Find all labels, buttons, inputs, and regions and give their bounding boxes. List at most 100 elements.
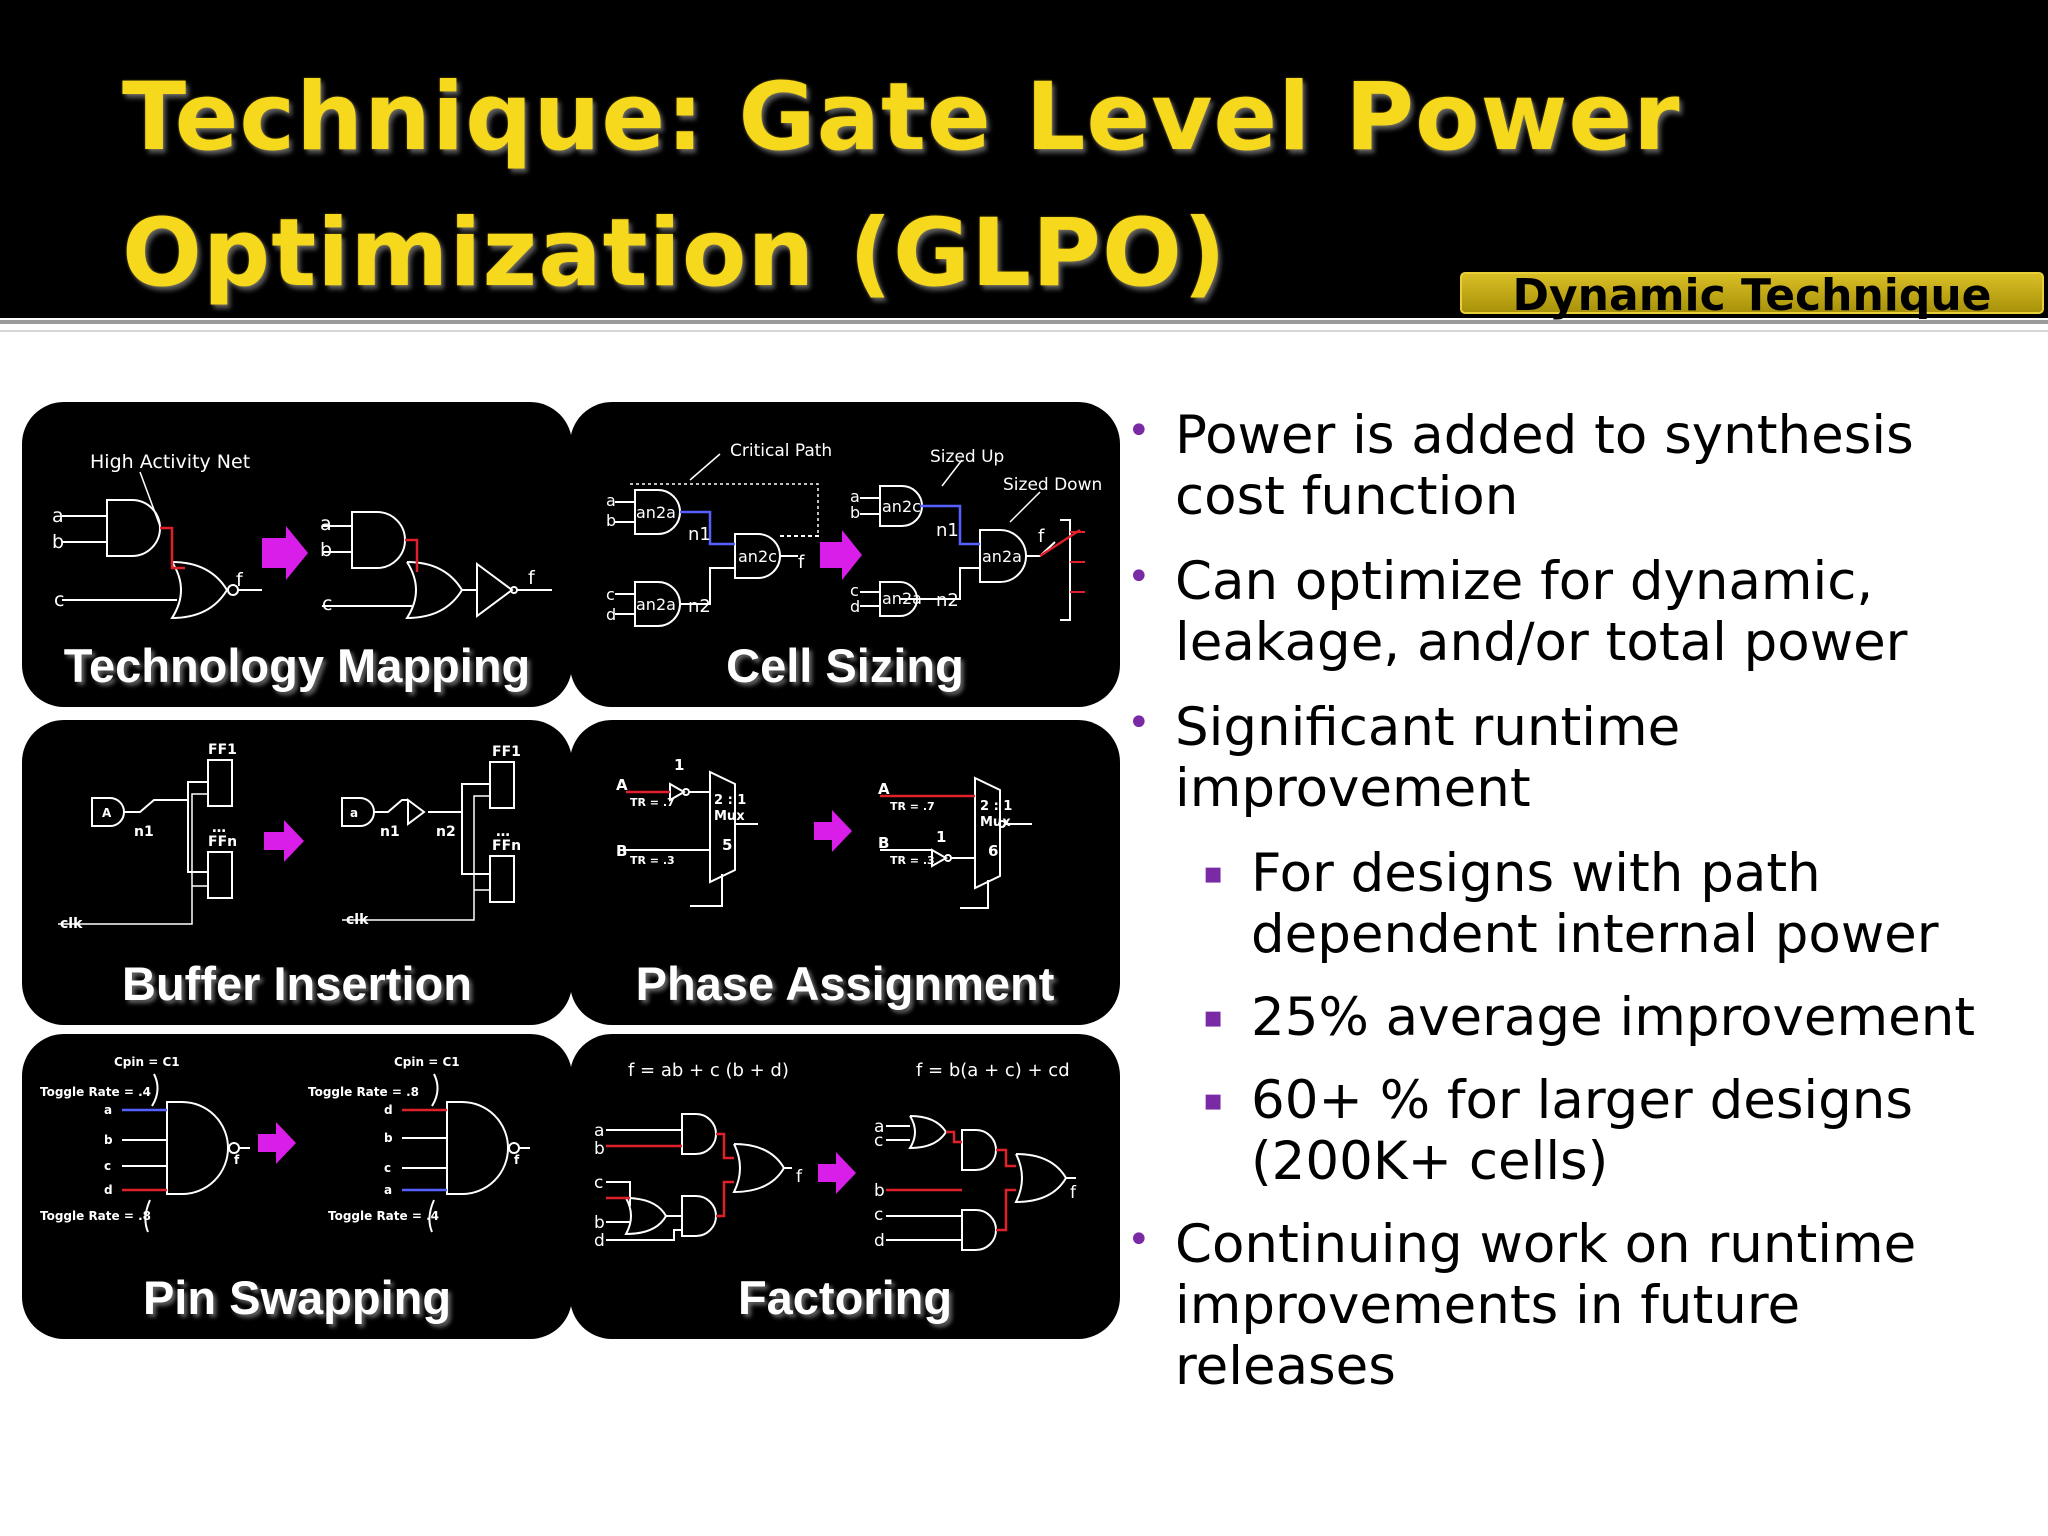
svg-text:b: b	[594, 1213, 605, 1233]
panel-label: Buffer Insertion	[122, 957, 472, 1010]
svg-text:a: a	[606, 491, 616, 510]
square-bullet-icon: ▪	[1203, 1000, 1224, 1035]
svg-text:f: f	[236, 569, 244, 591]
svg-text:Cpin = C1: Cpin = C1	[394, 1055, 460, 1069]
svg-text:B: B	[878, 834, 889, 852]
svg-text:TR = .3: TR = .3	[890, 854, 935, 867]
svg-text:d: d	[104, 1183, 113, 1197]
sub-bullet-item: ▪60+ % for larger designs (200K+ cells)	[1203, 1070, 1914, 1192]
svg-text:f: f	[528, 567, 536, 589]
svg-text:5: 5	[722, 836, 732, 854]
svg-text:clk: clk	[346, 912, 369, 928]
bullet-list: •Power is added to synthesis cost functi…	[1125, 405, 2035, 1421]
panel-label: Pin Swapping	[142, 1271, 452, 1324]
right-arrow-icon	[818, 1152, 856, 1194]
factoring-diagram: f = ab + c (b + d) f = b(a + c) + cd a b…	[594, 1060, 1077, 1251]
svg-text:B: B	[616, 842, 627, 860]
bullet-item: •Can optimize for dynamic, leakage, and/…	[1125, 551, 2035, 673]
svg-text:TR = .7: TR = .7	[890, 800, 935, 813]
panel-phase-assignment: A TR = .7 B TR = .3 1 2 : 1 Mux 5 A TR =…	[570, 720, 1120, 1025]
svg-text:Sized Up: Sized Up	[930, 447, 1004, 467]
svg-text:b: b	[606, 511, 616, 530]
or-gate	[170, 561, 229, 620]
circle-bullet-icon: •	[1127, 408, 1151, 454]
panel-label: Cell Sizing	[726, 639, 964, 692]
svg-text:c: c	[594, 1173, 603, 1193]
circle-bullet-icon: •	[1127, 700, 1151, 746]
svg-text:b: b	[104, 1133, 113, 1147]
svg-text:A: A	[878, 780, 890, 798]
right-arrow-icon	[262, 526, 308, 580]
svg-text:a: a	[52, 505, 64, 527]
svg-text:f = b(a + c) + cd: f = b(a + c) + cd	[916, 1060, 1070, 1081]
svg-text:2 : 1: 2 : 1	[980, 799, 1012, 814]
technology-mapping-diagram: High Activity Net a b c f a b c f	[52, 451, 552, 620]
svg-text:n2: n2	[688, 596, 711, 617]
svg-text:c: c	[104, 1159, 111, 1173]
high-activity-net	[160, 526, 185, 570]
panel-cell-sizing: Critical Path Sized Up Sized Down an2a a…	[570, 402, 1120, 707]
bullet-item: •Power is added to synthesis cost functi…	[1125, 405, 2035, 527]
phase-assignment-diagram: A TR = .7 B TR = .3 1 2 : 1 Mux 5 A TR =…	[616, 756, 1032, 909]
right-arrow-icon	[264, 820, 304, 862]
svg-text:…: …	[212, 820, 226, 836]
panel-label: Factoring	[737, 1271, 953, 1324]
svg-text:a: a	[350, 806, 358, 820]
svg-text:c: c	[606, 585, 615, 604]
svg-text:Mux: Mux	[980, 815, 1011, 830]
buffer-insertion-diagram: FF1 FFn … FF1 FFn … n1 n1 n2 clk clk A a	[58, 742, 521, 932]
svg-text:f: f	[234, 1153, 240, 1167]
bullet-item: •Significant runtime improvement	[1125, 697, 2035, 819]
svg-text:1: 1	[674, 756, 684, 774]
svg-text:FFn: FFn	[208, 834, 237, 850]
header-divider	[0, 320, 2048, 324]
slide-title-line1: Technique: Gate Level Power	[122, 63, 1681, 172]
svg-text:b: b	[874, 1181, 885, 1201]
panel-buffer-insertion: FF1 FFn … FF1 FFn … n1 n1 n2 clk clk A a…	[22, 720, 572, 1025]
square-bullet-icon: ▪	[1203, 1083, 1224, 1118]
svg-text:c: c	[874, 1205, 883, 1225]
svg-text:Sized Down: Sized Down	[1003, 475, 1102, 495]
svg-text:an2c: an2c	[738, 547, 777, 566]
svg-text:c: c	[384, 1161, 391, 1175]
pin-swapping-diagram: Cpin = C1 Cpin = C1 Toggle Rate = .4 Tog…	[40, 1055, 530, 1233]
svg-text:FF1: FF1	[492, 744, 521, 760]
slide-title-line2: Optimization (GLPO)	[122, 199, 1227, 308]
svg-text:FF1: FF1	[208, 742, 237, 758]
svg-text:n1: n1	[134, 824, 154, 840]
svg-text:d: d	[606, 605, 616, 624]
svg-text:b: b	[320, 539, 332, 561]
panel-label: Technology Mapping	[63, 639, 531, 692]
sub-bullet-item: ▪For designs with path dependent interna…	[1203, 843, 1939, 965]
circle-bullet-icon: •	[1127, 554, 1151, 600]
panel-technology-mapping: High Activity Net a b c f a b c f Techno…	[22, 402, 572, 707]
svg-text:n2: n2	[436, 824, 456, 840]
square-bullet-icon: ▪	[1203, 856, 1224, 891]
sub-bullet-item: ▪25% average improvement	[1203, 987, 1976, 1048]
svg-text:a: a	[850, 487, 860, 506]
circle-bullet-icon: •	[1127, 1217, 1151, 1263]
right-arrow-icon	[258, 1122, 296, 1164]
svg-text:n1: n1	[380, 824, 400, 840]
svg-text:TR = .3: TR = .3	[630, 854, 675, 867]
svg-text:an2a: an2a	[982, 547, 1022, 566]
svg-text:f = ab + c (b + d): f = ab + c (b + d)	[628, 1060, 789, 1081]
svg-text:1: 1	[936, 828, 946, 846]
bullet-item: •Continuing work on runtime improvements…	[1125, 1214, 2035, 1397]
panel-label: Phase Assignment	[635, 957, 1055, 1010]
svg-text:…: …	[496, 824, 510, 840]
svg-text:Toggle Rate = .4: Toggle Rate = .4	[40, 1085, 151, 1099]
svg-text:an2a: an2a	[636, 595, 676, 614]
panel-factoring: f = ab + c (b + d) f = b(a + c) + cd a b…	[570, 1034, 1120, 1339]
svg-text:f: f	[796, 1167, 803, 1187]
cell-sizing-diagram: Critical Path Sized Up Sized Down an2a a…	[606, 441, 1102, 627]
svg-text:Cpin = C1: Cpin = C1	[114, 1055, 180, 1069]
svg-text:b: b	[850, 503, 860, 522]
svg-text:TR = .7: TR = .7	[630, 796, 675, 809]
svg-text:f: f	[514, 1153, 520, 1167]
svg-text:b: b	[594, 1139, 605, 1159]
svg-text:clk: clk	[60, 916, 83, 932]
svg-text:c: c	[850, 581, 859, 600]
svg-text:d: d	[594, 1231, 605, 1251]
svg-text:Toggle Rate = .8: Toggle Rate = .8	[40, 1209, 151, 1223]
